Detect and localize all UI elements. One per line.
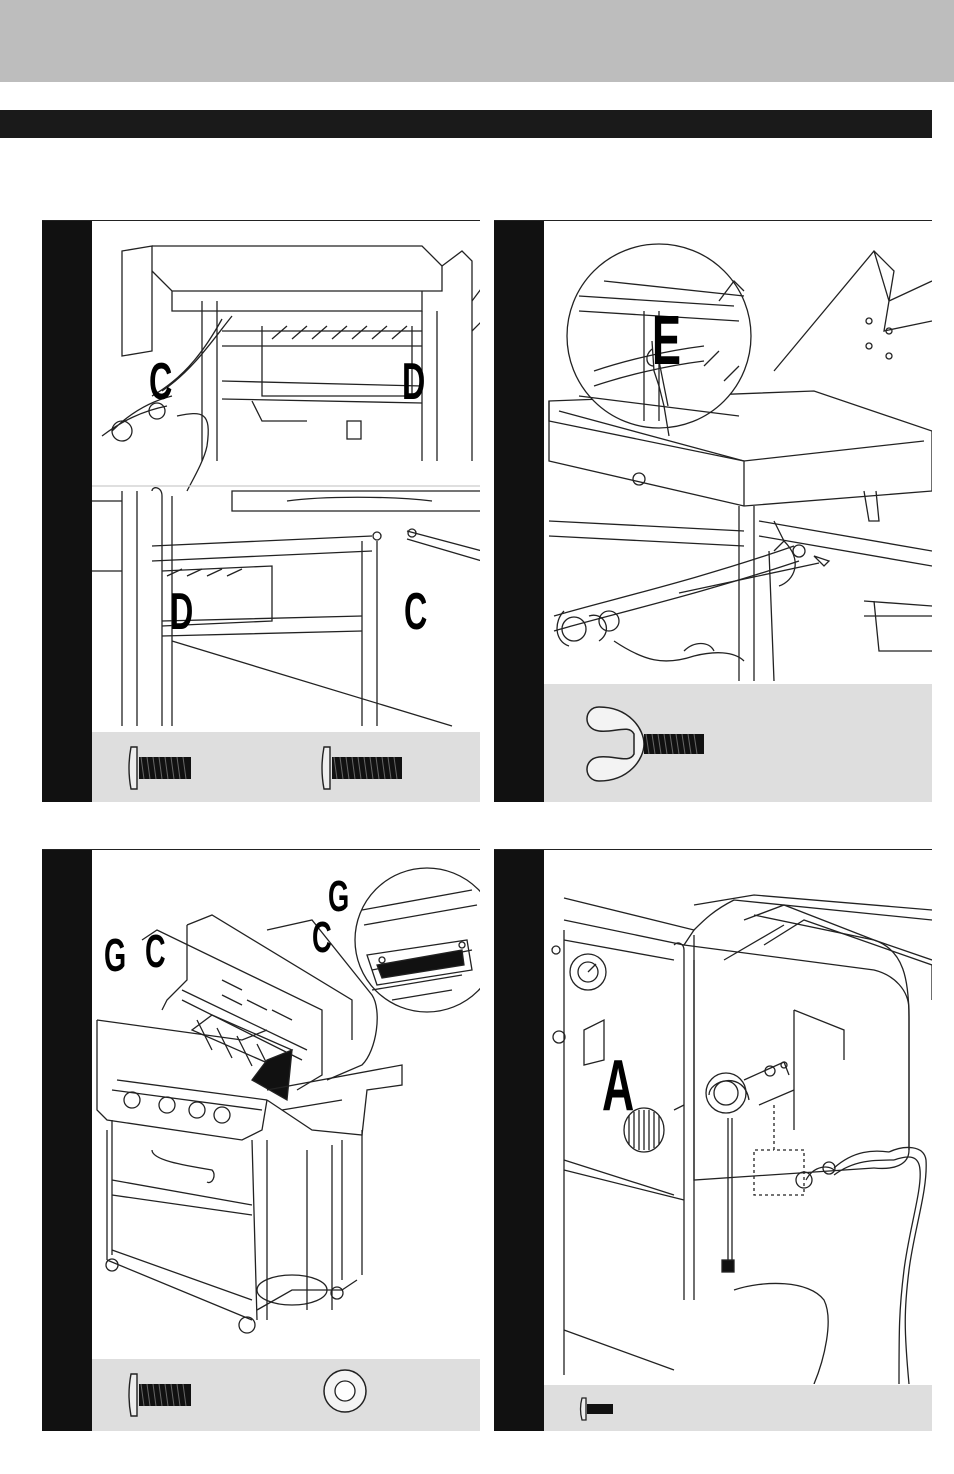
callout-c: C	[145, 928, 166, 974]
callout-d: D	[170, 586, 193, 638]
section-title-bar	[0, 110, 932, 138]
washer-icon	[322, 1368, 368, 1414]
callout-d: D	[402, 356, 425, 408]
header-band	[0, 0, 954, 82]
step-2-panel: E	[494, 220, 932, 802]
wing-bolt-icon	[574, 699, 714, 789]
screw-icon	[579, 1396, 619, 1422]
step-1-panel: C D D C	[42, 220, 480, 802]
callout-e: E	[652, 305, 681, 375]
step-number-strip	[494, 850, 544, 1431]
callout-c: C	[149, 356, 172, 408]
bolt-icon	[127, 743, 197, 793]
step-3-panel: G C G C	[42, 849, 480, 1431]
step-number-strip	[494, 221, 544, 802]
callout-c: C	[404, 586, 427, 638]
step-number-strip	[42, 221, 92, 802]
callout-c: C	[312, 916, 332, 960]
step-4-panel: A	[494, 849, 932, 1431]
step-2-illustration	[544, 221, 932, 683]
bolt-icon	[320, 743, 410, 793]
bolt-icon	[127, 1370, 197, 1420]
callout-g: G	[104, 932, 126, 978]
callout-a: A	[602, 1050, 634, 1122]
step-number-strip	[42, 850, 92, 1431]
step-1-illustration	[92, 221, 480, 731]
